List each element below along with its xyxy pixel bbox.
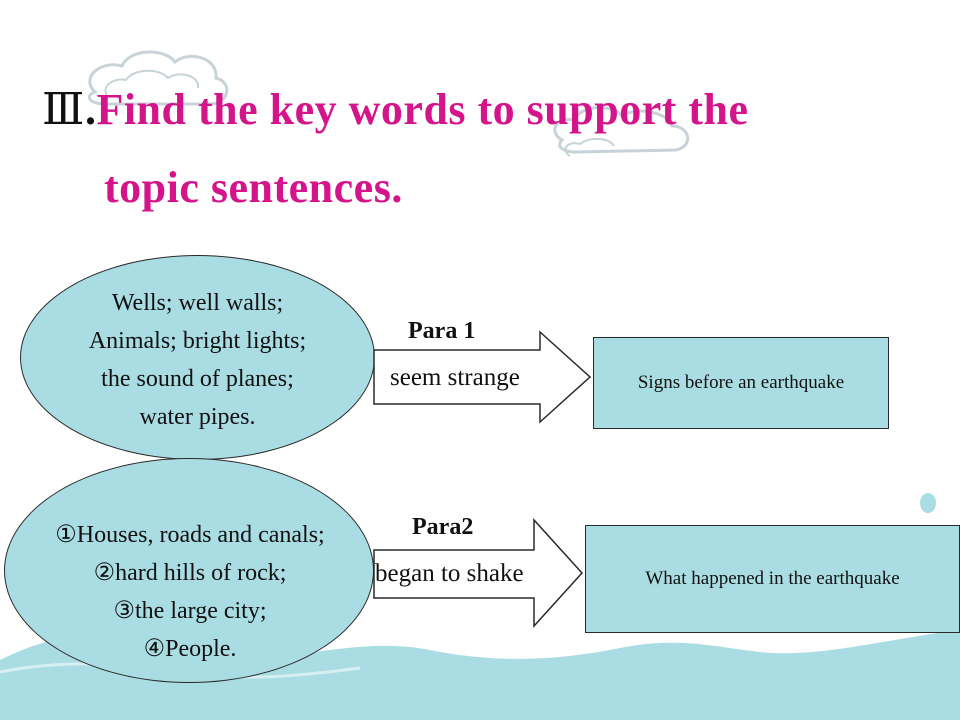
keyword-line: ③the large city; (113, 598, 267, 624)
keyword-line: the sound of planes; (101, 366, 294, 392)
topic-text-2: What happened in the earthquake (645, 568, 900, 589)
arrow-shape-2 (373, 518, 584, 628)
page-title-line-1: Ⅲ.Find the key words to support the (42, 84, 749, 135)
para-label-2: Para2 (412, 514, 474, 540)
topic-box-2: What happened in the earthquake (585, 525, 960, 633)
page-title-line-2: topic sentences. (104, 162, 403, 213)
keywords-list-1: Wells; well walls; Animals; bright light… (20, 284, 375, 436)
arrow-shape-1 (373, 330, 592, 424)
keyword-line: water pipes. (139, 404, 256, 430)
keyword-line: Animals; bright lights; (88, 328, 307, 354)
keyword-line: ④People. (143, 636, 237, 662)
arrow-text-1: seem strange (390, 364, 520, 391)
topic-text-1: Signs before an earthquake (637, 372, 845, 393)
section-number-dot: . (84, 85, 97, 134)
arrow-text-2: began to shake (375, 560, 524, 587)
title-text-line-2: topic sentences. (104, 163, 403, 212)
title-text-line-1: Find the key words to support the (96, 85, 749, 134)
para-label-1: Para 1 (408, 318, 476, 344)
keyword-line: Wells; well walls; (111, 290, 284, 316)
section-number: Ⅲ (42, 85, 85, 134)
topic-box-1: Signs before an earthquake (593, 337, 889, 429)
wave-decoration (0, 630, 960, 720)
cloud-decoration-right (553, 106, 689, 157)
keyword-line: ①Houses, roads and canals; (55, 522, 325, 548)
keyword-line: ②hard hills of rock; (93, 560, 287, 586)
keywords-ellipse-2 (4, 458, 374, 683)
cloud-decoration-left (87, 50, 229, 106)
dot-decoration (920, 493, 936, 513)
keywords-list-2: ①Houses, roads and canals; ②hard hills o… (0, 516, 380, 668)
